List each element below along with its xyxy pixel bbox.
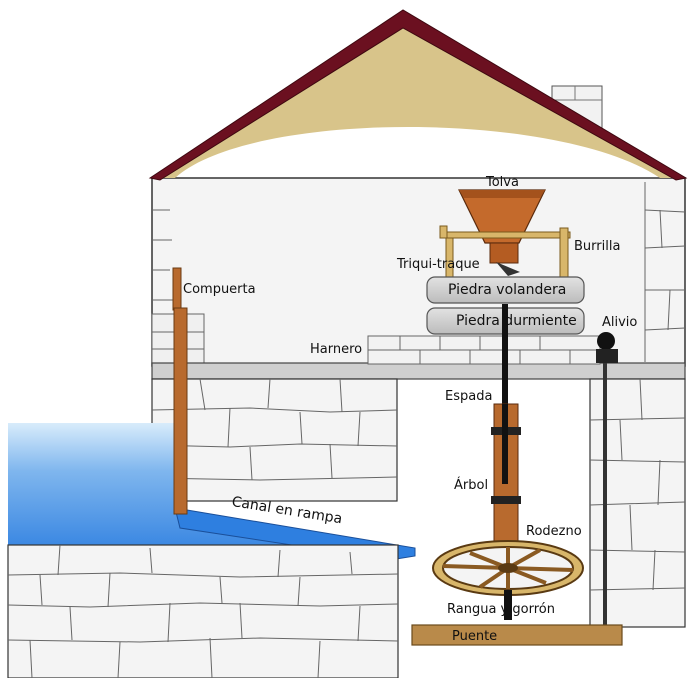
piedra-volandera [426,276,585,304]
label-rodezno: Rodezno [526,524,582,539]
label-puente: Puente [452,629,498,644]
right-wall-stones [644,182,686,362]
compuerta-gate [172,267,188,515]
label-arbol: Árbol [454,478,489,493]
label-tolva: Tolva [486,175,519,190]
label-espada: Espada [445,389,493,404]
label-piedra-durmiente: Piedra durmiente [456,313,577,329]
tolva-hopper [458,189,546,264]
label-rangua-gorron: Rangua y gorrón [447,602,555,617]
label-burrilla: Burrilla [574,239,621,254]
label-alivio: Alivio [602,315,638,330]
label-compuerta: Compuerta [183,282,256,297]
triqui-traque [496,262,520,276]
label-piedra-volandera: Piedra volandera [448,282,567,298]
rodezno-wheel [432,540,584,620]
arbol-axle [491,403,521,557]
ground-stones [7,544,399,678]
puente-beam [411,624,623,646]
label-triqui-traque: Triqui-traque [397,257,480,272]
burrilla-frame [439,225,571,281]
water-pond [8,423,395,560]
label-harnero: Harnero [310,342,363,357]
espada-shaft [502,304,508,404]
roof [148,9,688,181]
basement-wall-left [151,378,398,502]
harnero-platform [367,335,601,365]
alivio-lever [596,332,618,628]
